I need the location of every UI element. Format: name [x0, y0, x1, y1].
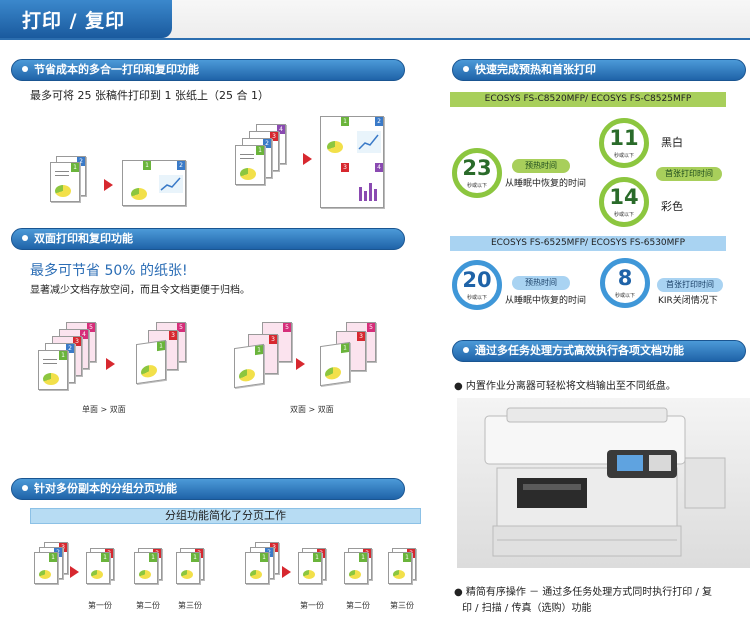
- section-bar-multitask: 通过多任务处理方式高效执行各项文档功能: [452, 340, 746, 362]
- header-tab: [0, 0, 172, 38]
- warmup-pill-a: 预热时间: [512, 159, 570, 173]
- model-bar-b: ECOSYS FS-6525MFP/ ECOSYS FS-6530MFP: [450, 236, 726, 251]
- document-icon: 1: [86, 552, 110, 584]
- first-print-ring-b: 8 秒或以下: [600, 258, 650, 308]
- duplex-caption-left: 单面 > 双面: [82, 405, 126, 414]
- duplex-headline: 最多可节省 50% 的纸张!: [30, 263, 188, 279]
- first-print-pill-b: 首张打印时间: [657, 278, 723, 292]
- warmup-value-b: 20: [462, 268, 492, 292]
- copy-label-3: 第三份: [178, 601, 202, 610]
- document-icon: 1: [34, 552, 58, 584]
- combine-desc: 最多可将 25 张稿件打印到 1 张纸上（25 合 1）: [30, 89, 269, 102]
- combine-illustration: 2 1 1 2 4 3 2 1 1 2 3 4: [0, 108, 420, 218]
- section-title-sort: 针对多份副本的分组分页功能: [34, 482, 177, 495]
- document-icon: 1: [136, 339, 166, 385]
- multitask-bullet-2: ● 精简有序操作 － 通过多任务处理方式同时执行打印 / 复: [454, 587, 712, 598]
- warmup-unit-a: 秒或以下: [466, 183, 487, 189]
- bar-chart-icon: [359, 183, 377, 201]
- document-icon: 1: [134, 552, 158, 584]
- bullet-icon: [22, 235, 28, 241]
- multitask-bullet-2-line1: 精简有序操作 － 通过多任务处理方式同时执行打印 / 复: [465, 587, 712, 598]
- section-title-duplex: 双面打印和复印功能: [34, 232, 133, 245]
- model-bar-a: ECOSYS FS-C8520MFP/ ECOSYS FS-C8525MFP: [450, 92, 726, 107]
- copy-label-2: 第二份: [136, 601, 160, 610]
- color-value-a: 14: [609, 185, 639, 209]
- document-icon: 1: [245, 552, 269, 584]
- mono-value-a: 11: [609, 126, 639, 150]
- section-title-combine: 节省成本的多合一打印和复印功能: [34, 63, 199, 76]
- mono-label-a: 黑白: [661, 136, 683, 149]
- line-chart-icon: [357, 131, 381, 153]
- duplex-caption-right: 双面 > 双面: [290, 405, 334, 414]
- arrow-right-icon: [296, 358, 305, 370]
- sort-illustration: 3 2 1 3 1 3 1 3 1 第一份 第二份 第三份 3 2 1 3 1 …: [0, 538, 420, 617]
- document-icon: 1: [388, 552, 412, 584]
- warmup-ring-a: 23 秒或以下: [452, 148, 502, 198]
- bullet-icon: [22, 485, 28, 491]
- copy-label-1: 第一份: [88, 601, 112, 610]
- document-icon: 1: [298, 552, 322, 584]
- section-bar-warmup: 快速完成预热和首张打印: [452, 59, 746, 81]
- section-bar-combine: 节省成本的多合一打印和复印功能: [11, 59, 405, 81]
- warmup-desc-b: 从睡眠中恢复的时间: [505, 296, 587, 306]
- section-bar-sort: 针对多份副本的分组分页功能: [11, 478, 405, 500]
- combined-page-icon: 1 2: [122, 160, 186, 206]
- duplex-illustration: 5 4 3 2 1 5 3 1 单面 > 双面 5 3 1 5 3 1 双面 >…: [0, 316, 420, 416]
- warmup-value-a: 23: [462, 156, 492, 180]
- mono-unit-a: 秒或以下: [613, 153, 634, 159]
- color-ring-a: 14 秒或以下: [599, 177, 649, 227]
- line-chart-icon: [159, 175, 183, 193]
- duplex-desc: 显著减少文档存放空间，而且令文档更便于归档。: [30, 285, 250, 296]
- arrow-right-icon: [106, 358, 115, 370]
- arrow-right-icon: [104, 179, 113, 191]
- first-print-desc-b: KIR关闭情况下: [658, 296, 718, 306]
- combined-page-icon: 1 2 3 4: [320, 116, 384, 208]
- document-icon: 1: [235, 145, 265, 185]
- mono-ring-a: 11 秒或以下: [599, 118, 649, 168]
- section-title-multitask: 通过多任务处理方式高效执行各项文档功能: [475, 344, 684, 357]
- bullet-icon: [463, 66, 469, 72]
- section-title-warmup: 快速完成预热和首张打印: [475, 63, 596, 76]
- section-bar-duplex: 双面打印和复印功能: [11, 228, 405, 250]
- first-print-pill-a: 首张打印时间: [656, 167, 722, 181]
- warmup-pill-b: 预热时间: [512, 276, 570, 290]
- printer-photo: [457, 398, 750, 568]
- copy-label-2b: 第二份: [346, 601, 370, 610]
- warmup-desc-a: 从睡眠中恢复的时间: [505, 179, 587, 189]
- document-icon: 1: [38, 350, 68, 390]
- multitask-bullet-2-line2: 印 / 扫描 / 传真（选购）功能: [462, 603, 592, 614]
- copy-label-3b: 第三份: [390, 601, 414, 610]
- document-icon: 1: [176, 552, 200, 584]
- copy-label-1b: 第一份: [300, 601, 324, 610]
- warmup-ring-b: 20 秒或以下: [452, 260, 502, 310]
- first-print-value-b: 8: [617, 266, 633, 290]
- document-icon: 1: [234, 343, 264, 389]
- bullet-icon: [463, 347, 469, 353]
- document-icon: 1: [50, 162, 80, 202]
- document-icon: 1: [320, 341, 350, 387]
- page-title: 打印 / 复印: [22, 10, 126, 32]
- document-icon: 1: [344, 552, 368, 584]
- first-print-unit-b: 秒或以下: [614, 293, 635, 299]
- multitask-bullet-1-text: 内置作业分离器可轻松将文档输出至不同纸盘。: [465, 381, 676, 392]
- arrow-right-icon: [70, 566, 79, 578]
- warmup-unit-b: 秒或以下: [466, 295, 487, 301]
- color-label-a: 彩色: [661, 200, 683, 213]
- sort-banner: 分组功能简化了分页工作: [30, 508, 421, 524]
- header-divider: [0, 38, 750, 40]
- color-unit-a: 秒或以下: [613, 212, 634, 218]
- multitask-bullet-1: ● 内置作业分离器可轻松将文档输出至不同纸盘。: [454, 381, 676, 392]
- arrow-right-icon: [282, 566, 291, 578]
- arrow-right-icon: [303, 153, 312, 165]
- bullet-icon: [22, 66, 28, 72]
- printer-illustration: [484, 407, 726, 557]
